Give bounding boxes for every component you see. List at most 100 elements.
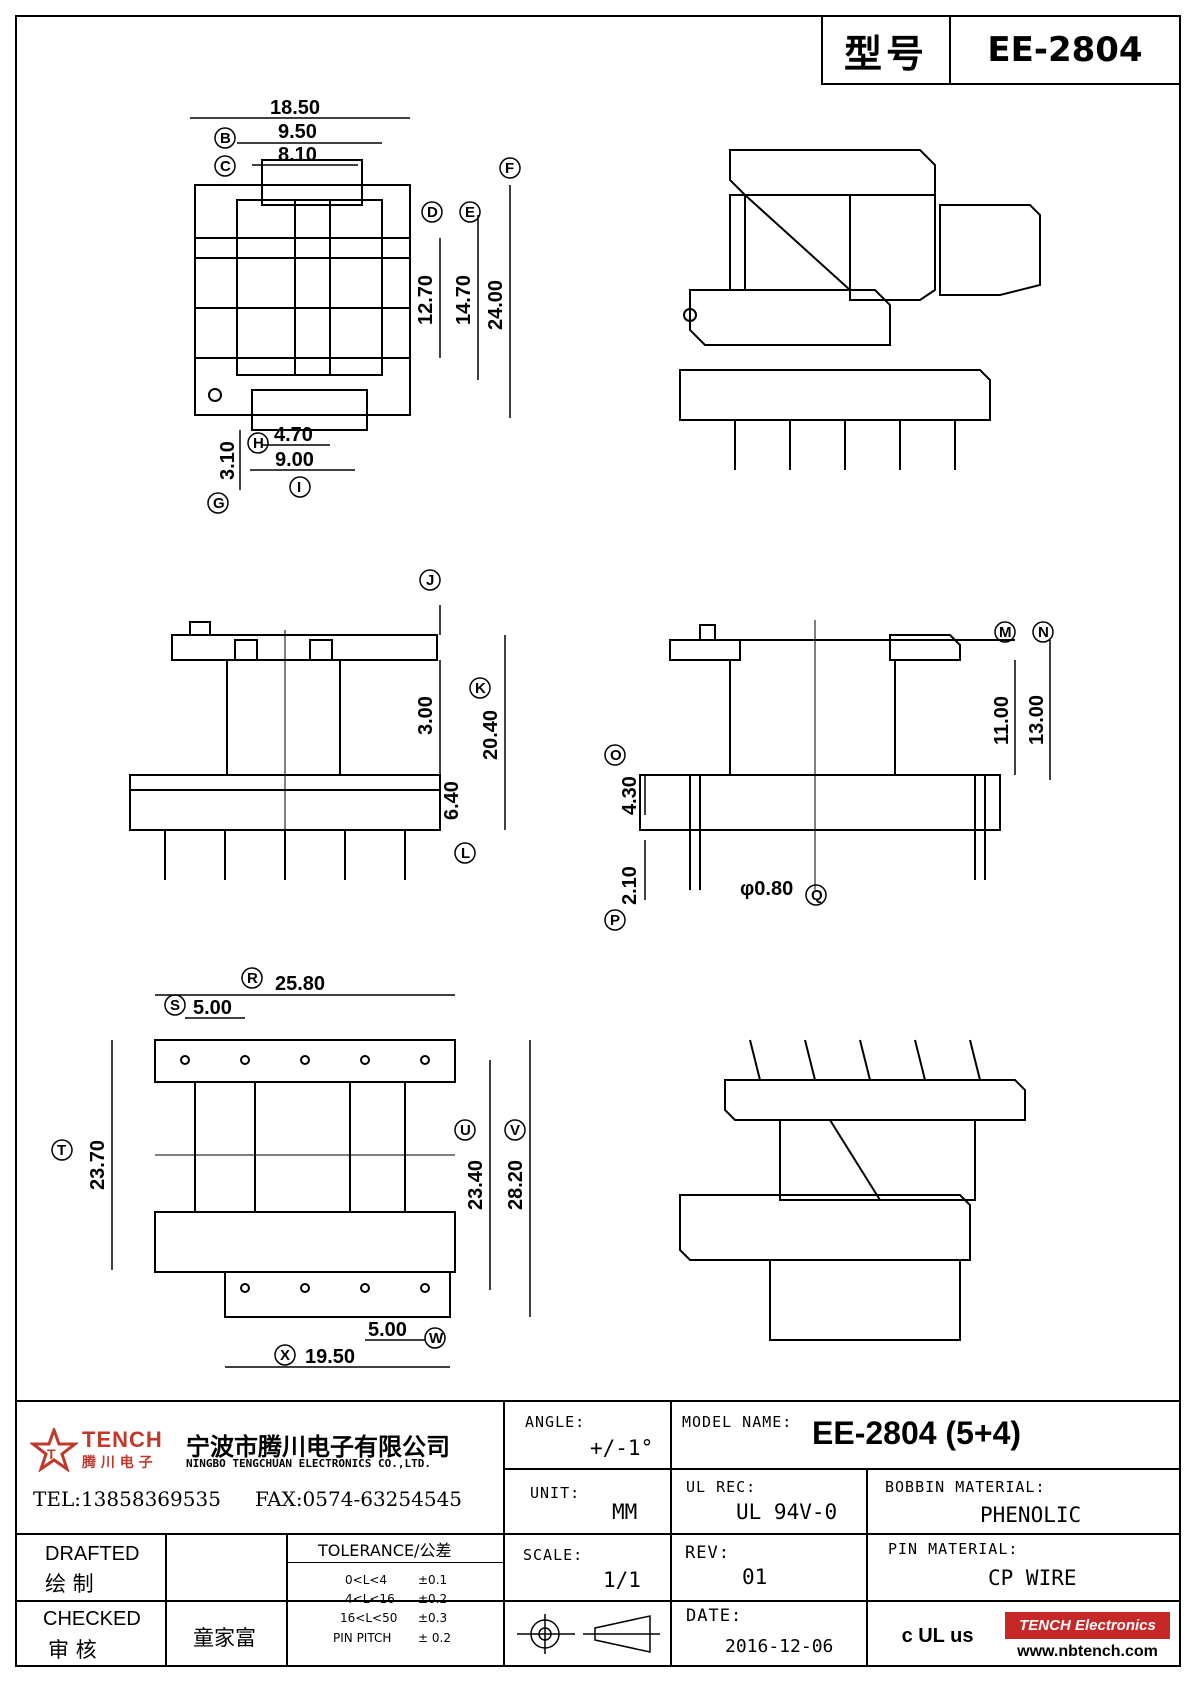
dim-14-70: 14.70: [453, 275, 475, 325]
date-value: 2016-12-06: [725, 1636, 834, 1657]
drafted-label: DRAFTED: [45, 1543, 140, 1565]
marker-t: T: [57, 1142, 66, 1159]
tol-range-1: 0<L<4: [345, 1573, 388, 1587]
dim-8-10: 8.10: [278, 144, 317, 166]
rev-value: 01: [742, 1565, 768, 1589]
tol-range-2: 4<L<16: [345, 1592, 395, 1606]
dim-phi-0-80: φ0.80: [740, 878, 793, 900]
company-star-logo-icon: T: [30, 1428, 78, 1472]
dim-19-50: 19.50: [305, 1346, 355, 1368]
marker-p: P: [610, 912, 620, 929]
unit-label: UNIT:: [530, 1484, 581, 1502]
company-fax: FAX:0574-63254545: [255, 1487, 463, 1511]
dim-13-00: 13.00: [1026, 695, 1048, 745]
model-name-label: MODEL NAME:: [682, 1413, 793, 1431]
tol-value-2: ±0.2: [418, 1592, 448, 1606]
checked-cn: 审 核: [48, 1638, 97, 1662]
scale-value: 1/1: [603, 1568, 641, 1592]
dim-23-70: 23.70: [87, 1140, 109, 1190]
side-view: [639, 620, 1051, 900]
dim-3-10: 3.10: [217, 441, 239, 480]
dim-5-00-top: 5.00: [193, 997, 232, 1019]
unit-value: MM: [612, 1500, 638, 1524]
marker-x: X: [280, 1347, 290, 1364]
tol-value-1: ±0.1: [418, 1573, 448, 1587]
angle-label: ANGLE:: [525, 1413, 586, 1431]
dim-4-70: 4.70: [274, 424, 313, 446]
marker-w: W: [429, 1330, 444, 1347]
scale-label: SCALE:: [523, 1546, 584, 1564]
tolerance-label: TOLERANCE/公差: [318, 1541, 452, 1560]
dim-28-20: 28.20: [505, 1160, 527, 1210]
marker-h: H: [253, 435, 264, 452]
checked-label: CHECKED: [43, 1608, 141, 1630]
company-tel: TEL:13858369535: [33, 1487, 221, 1511]
marker-b: B: [220, 130, 231, 147]
dim-23-40: 23.40: [465, 1160, 487, 1210]
model-header: 型号 EE-2804: [821, 15, 1181, 85]
iso-view-bottom: [679, 1039, 1026, 1341]
dim-9-00: 9.00: [275, 449, 314, 471]
brand-badge: TENCH Electronics: [1005, 1612, 1170, 1639]
dim-2-10: 2.10: [619, 866, 641, 905]
company-logo-cn: 腾 川 电 子: [82, 1455, 153, 1471]
tol-range-3: 16<L<50: [340, 1611, 398, 1625]
svg-text:T: T: [47, 1446, 56, 1462]
ul-certification-mark: c UL us: [901, 1624, 974, 1647]
rev-label: REV:: [685, 1543, 730, 1563]
marker-m: M: [999, 624, 1012, 641]
tol-value-4: ± 0.2: [418, 1631, 451, 1645]
marker-i: I: [297, 479, 301, 496]
dim-25-80: 25.80: [275, 973, 325, 995]
marker-r: R: [247, 970, 258, 987]
model-value: EE-2804: [987, 30, 1143, 70]
dim-24-00: 24.00: [485, 280, 507, 330]
view-markers: [51, 127, 1054, 1366]
ul-rec-label: UL REC:: [686, 1478, 757, 1496]
dim-5-00-bottom: 5.00: [368, 1319, 407, 1341]
projection-symbol-icon: [517, 1614, 660, 1654]
technical-drawing: 18.50 9.50 8.10 12.70 14.70 24.00 4.70 9…: [51, 97, 1054, 1368]
marker-k: K: [475, 680, 486, 697]
drafted-cn: 绘 制: [45, 1572, 94, 1596]
model-name-value: EE-2804 (5+4): [812, 1415, 1022, 1451]
dim-20-40: 20.40: [480, 710, 502, 760]
bottom-view: [111, 994, 531, 1368]
ul-rec-value: UL 94V-0: [736, 1500, 838, 1524]
marker-q: Q: [811, 887, 823, 904]
tol-range-4: PIN PITCH: [333, 1631, 392, 1645]
dim-4-30: 4.30: [619, 776, 641, 815]
checked-by: 童家富: [193, 1626, 256, 1650]
marker-v: V: [510, 1122, 520, 1139]
bobbin-material-value: PHENOLIC: [980, 1503, 1082, 1527]
date-label: DATE:: [686, 1606, 743, 1626]
marker-n: N: [1038, 624, 1049, 641]
marker-e: E: [465, 204, 475, 221]
dim-9-50: 9.50: [278, 121, 317, 143]
marker-f: F: [505, 160, 514, 177]
dim-12-70: 12.70: [415, 275, 437, 325]
drawing-frame: [15, 15, 1181, 1667]
bobbin-material-label: BOBBIN MATERIAL:: [885, 1478, 1046, 1496]
iso-view-top: [679, 149, 1041, 470]
marker-c: C: [220, 158, 231, 175]
dim-3-00: 3.00: [415, 696, 437, 735]
model-label: 型号: [823, 17, 951, 83]
marker-j: J: [426, 572, 434, 589]
marker-s: S: [170, 997, 180, 1014]
tol-value-3: ±0.3: [418, 1611, 448, 1625]
company-name-cn: 宁波市腾川电子有限公司: [186, 1433, 450, 1461]
dim-6-40: 6.40: [441, 781, 463, 820]
company-logo-text: TENCH: [82, 1427, 163, 1452]
marker-u: U: [460, 1122, 471, 1139]
pin-material-label: PIN MATERIAL:: [888, 1540, 1019, 1558]
website-link[interactable]: www.nbtench.com: [1017, 1643, 1158, 1660]
front-view: [129, 605, 506, 880]
angle-value: +/-1°: [590, 1436, 654, 1460]
marker-g: G: [213, 495, 225, 512]
marker-l: L: [461, 845, 470, 862]
top-view: [190, 117, 511, 490]
company-name-en: NINGBO TENGCHUAN ELECTRONICS CO.,LTD.: [186, 1457, 432, 1470]
pin-material-value: CP WIRE: [988, 1566, 1077, 1590]
dim-18-50: 18.50: [270, 97, 320, 119]
